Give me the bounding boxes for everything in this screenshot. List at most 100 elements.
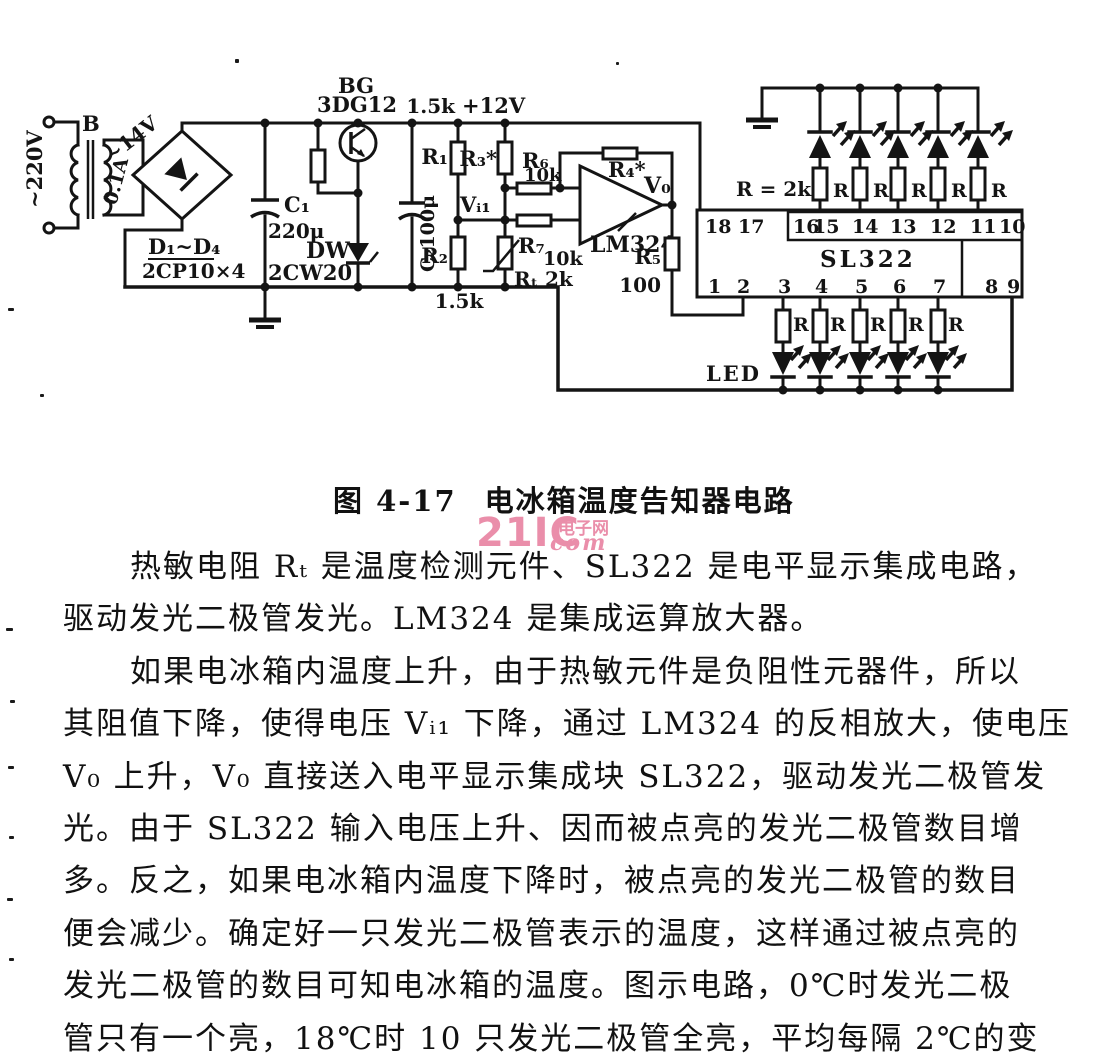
label-r: R bbox=[793, 314, 809, 336]
paragraph-line: 光。由于 SL322 输入电压上升、因而被点亮的发光二极管数目增 bbox=[63, 811, 1023, 847]
ground-symbol bbox=[249, 285, 281, 329]
paragraph-line: 驱动发光二极管发光。LM324 是集成运算放大器。 bbox=[63, 601, 824, 637]
label-r: R bbox=[833, 180, 849, 202]
capacitor-c2 bbox=[398, 121, 426, 289]
label-v0: V₀ bbox=[643, 173, 671, 199]
scan-artifact bbox=[7, 898, 13, 901]
scan-artifact bbox=[6, 628, 13, 631]
paragraph-line: 热敏电阻 Rₜ 是温度检测元件、SL322 是电平显示集成电路， bbox=[130, 549, 1038, 585]
thermistor-mark bbox=[483, 239, 520, 273]
led-bottom-r-labels: R R R R R bbox=[793, 314, 964, 336]
figure-number: 图 4-17 bbox=[333, 484, 457, 518]
label-ic-name: SL322 bbox=[820, 246, 916, 273]
label-r1-value-top: 1.5k bbox=[406, 94, 456, 118]
scan-artifact bbox=[616, 62, 619, 65]
label-bg-type: 3DG12 bbox=[317, 92, 397, 117]
label-rail-voltage: +12V bbox=[462, 93, 526, 118]
label-r: R bbox=[870, 314, 886, 336]
label-rt: Rₜ 2k bbox=[514, 267, 574, 291]
label-r6-value: 10k bbox=[524, 165, 562, 186]
scan-artifact bbox=[40, 394, 44, 397]
scan-artifact bbox=[9, 836, 14, 839]
ic-pins-top: 18 17 16 15 14 13 12 11 10 bbox=[705, 216, 1025, 238]
figure-title: 电冰箱温度告知器电路 bbox=[484, 484, 795, 518]
label-r5-value: 100 bbox=[619, 273, 661, 297]
pin-1: 1 bbox=[708, 276, 721, 298]
scan-artifact bbox=[9, 958, 14, 961]
pin-6: 6 bbox=[893, 276, 906, 298]
label-r1: R₁ bbox=[421, 144, 448, 169]
label-r: R bbox=[951, 180, 967, 202]
paragraph-line: 如果电冰箱内温度上升，由于热敏元件是负阻性元器件，所以 bbox=[130, 654, 1021, 690]
label-r: R bbox=[991, 180, 1007, 202]
label-c1-name: C₁ bbox=[284, 192, 310, 217]
ground-rail bbox=[123, 285, 1014, 392]
pin-8: 8 bbox=[985, 276, 998, 298]
label-r3: R₃* bbox=[459, 146, 497, 171]
pin-15: 15 bbox=[813, 216, 839, 238]
label-led: LED bbox=[706, 361, 761, 386]
pin-12: 12 bbox=[930, 216, 956, 238]
label-r7: R₇ bbox=[518, 233, 545, 258]
label-ac-input: ~220V bbox=[22, 130, 47, 208]
bridge-rectifier bbox=[123, 128, 234, 289]
label-r4: R₄* bbox=[608, 157, 646, 182]
label-r6: R₆ bbox=[522, 148, 549, 173]
label-c1-value: 220μ bbox=[268, 219, 324, 243]
pin-16: 16 bbox=[793, 216, 819, 238]
figure-caption: 图 4-17 电冰箱温度告知器电路 bbox=[333, 478, 795, 520]
pin-10: 10 bbox=[999, 216, 1025, 238]
paragraph-line: 多。反之，如果电冰箱内温度下降时，被点亮的发光二极管的数目 bbox=[63, 863, 1020, 899]
transistor-bg bbox=[338, 123, 378, 195]
positive-rail bbox=[180, 121, 702, 212]
label-transformer: B bbox=[82, 111, 100, 136]
pin-11: 11 bbox=[970, 216, 996, 238]
label-r5: R₅ bbox=[634, 244, 661, 269]
scan-artifact bbox=[10, 700, 15, 703]
opamp bbox=[558, 146, 674, 247]
label-r: R bbox=[830, 314, 846, 336]
label-dw-type: 2CW20 bbox=[268, 260, 352, 285]
pin-13: 13 bbox=[890, 216, 916, 238]
led-bottom-row bbox=[770, 295, 969, 392]
label-r7-value: 10k bbox=[543, 248, 583, 270]
pin-9: 9 bbox=[1007, 276, 1020, 298]
label-diodes-type: 2CP10×4 bbox=[142, 259, 245, 283]
label-dw-name: DW bbox=[306, 238, 350, 264]
pin-5: 5 bbox=[855, 276, 868, 298]
pin-4: 4 bbox=[815, 276, 828, 298]
paragraph-line: 便会减少。确定好一只发光二极管表示的温度，这样通过被点亮的 bbox=[63, 916, 1020, 952]
capacitor-c1 bbox=[250, 121, 280, 289]
scan-artifact bbox=[8, 308, 14, 311]
transformer bbox=[52, 120, 145, 230]
pin-2: 2 bbox=[737, 276, 750, 298]
label-r2-value: 1.5k bbox=[435, 289, 485, 313]
label-r: R bbox=[908, 314, 924, 336]
paragraph-line: 管只有一个亮，18℃时 10 只发光二极管全亮，平均每隔 2℃的变 bbox=[63, 1021, 1040, 1057]
pin-7: 7 bbox=[933, 276, 946, 298]
label-r2: R₂ bbox=[421, 243, 448, 268]
pin-17: 17 bbox=[738, 216, 764, 238]
paragraph-line: 其阻值下降，使得电压 Vᵢ₁ 下降，通过 LM324 的反相放大，使电压 bbox=[63, 706, 1071, 742]
ic-pins-bottom: 1 2 3 4 5 6 7 8 9 bbox=[708, 276, 1020, 298]
scan-artifact bbox=[8, 766, 14, 769]
output-resistor-r5 bbox=[663, 203, 745, 317]
label-c2: C₂100μ bbox=[417, 195, 439, 272]
pin-3: 3 bbox=[778, 276, 791, 298]
label-r: R bbox=[911, 180, 927, 202]
scan-artifact bbox=[235, 59, 239, 63]
label-opamp: LM324 bbox=[590, 232, 676, 258]
label-r: R bbox=[948, 314, 964, 336]
circuit-diagram: ~220V B ~14V 0.1A D₁~D₄ 2CP10×4 C₁ 220μ bbox=[22, 73, 1025, 395]
led-top-r-labels: R R R R R bbox=[833, 180, 1007, 202]
label-bg-name: BG bbox=[338, 73, 374, 98]
label-r: R bbox=[873, 180, 889, 202]
pin-14: 14 bbox=[852, 216, 878, 238]
label-diodes-name: D₁~D₄ bbox=[148, 234, 220, 259]
paragraph-line: 发光二极管的数目可知电冰箱的温度。图示电路，0℃时发光二极 bbox=[63, 968, 1013, 1004]
label-led-r-value: R = 2k bbox=[736, 177, 812, 201]
pin-18: 18 bbox=[705, 216, 731, 238]
junction-dots bbox=[260, 83, 943, 395]
paragraph-line: V₀ 上升，V₀ 直接送入电平显示集成块 SL322，驱动发光二极管发 bbox=[63, 759, 1047, 795]
